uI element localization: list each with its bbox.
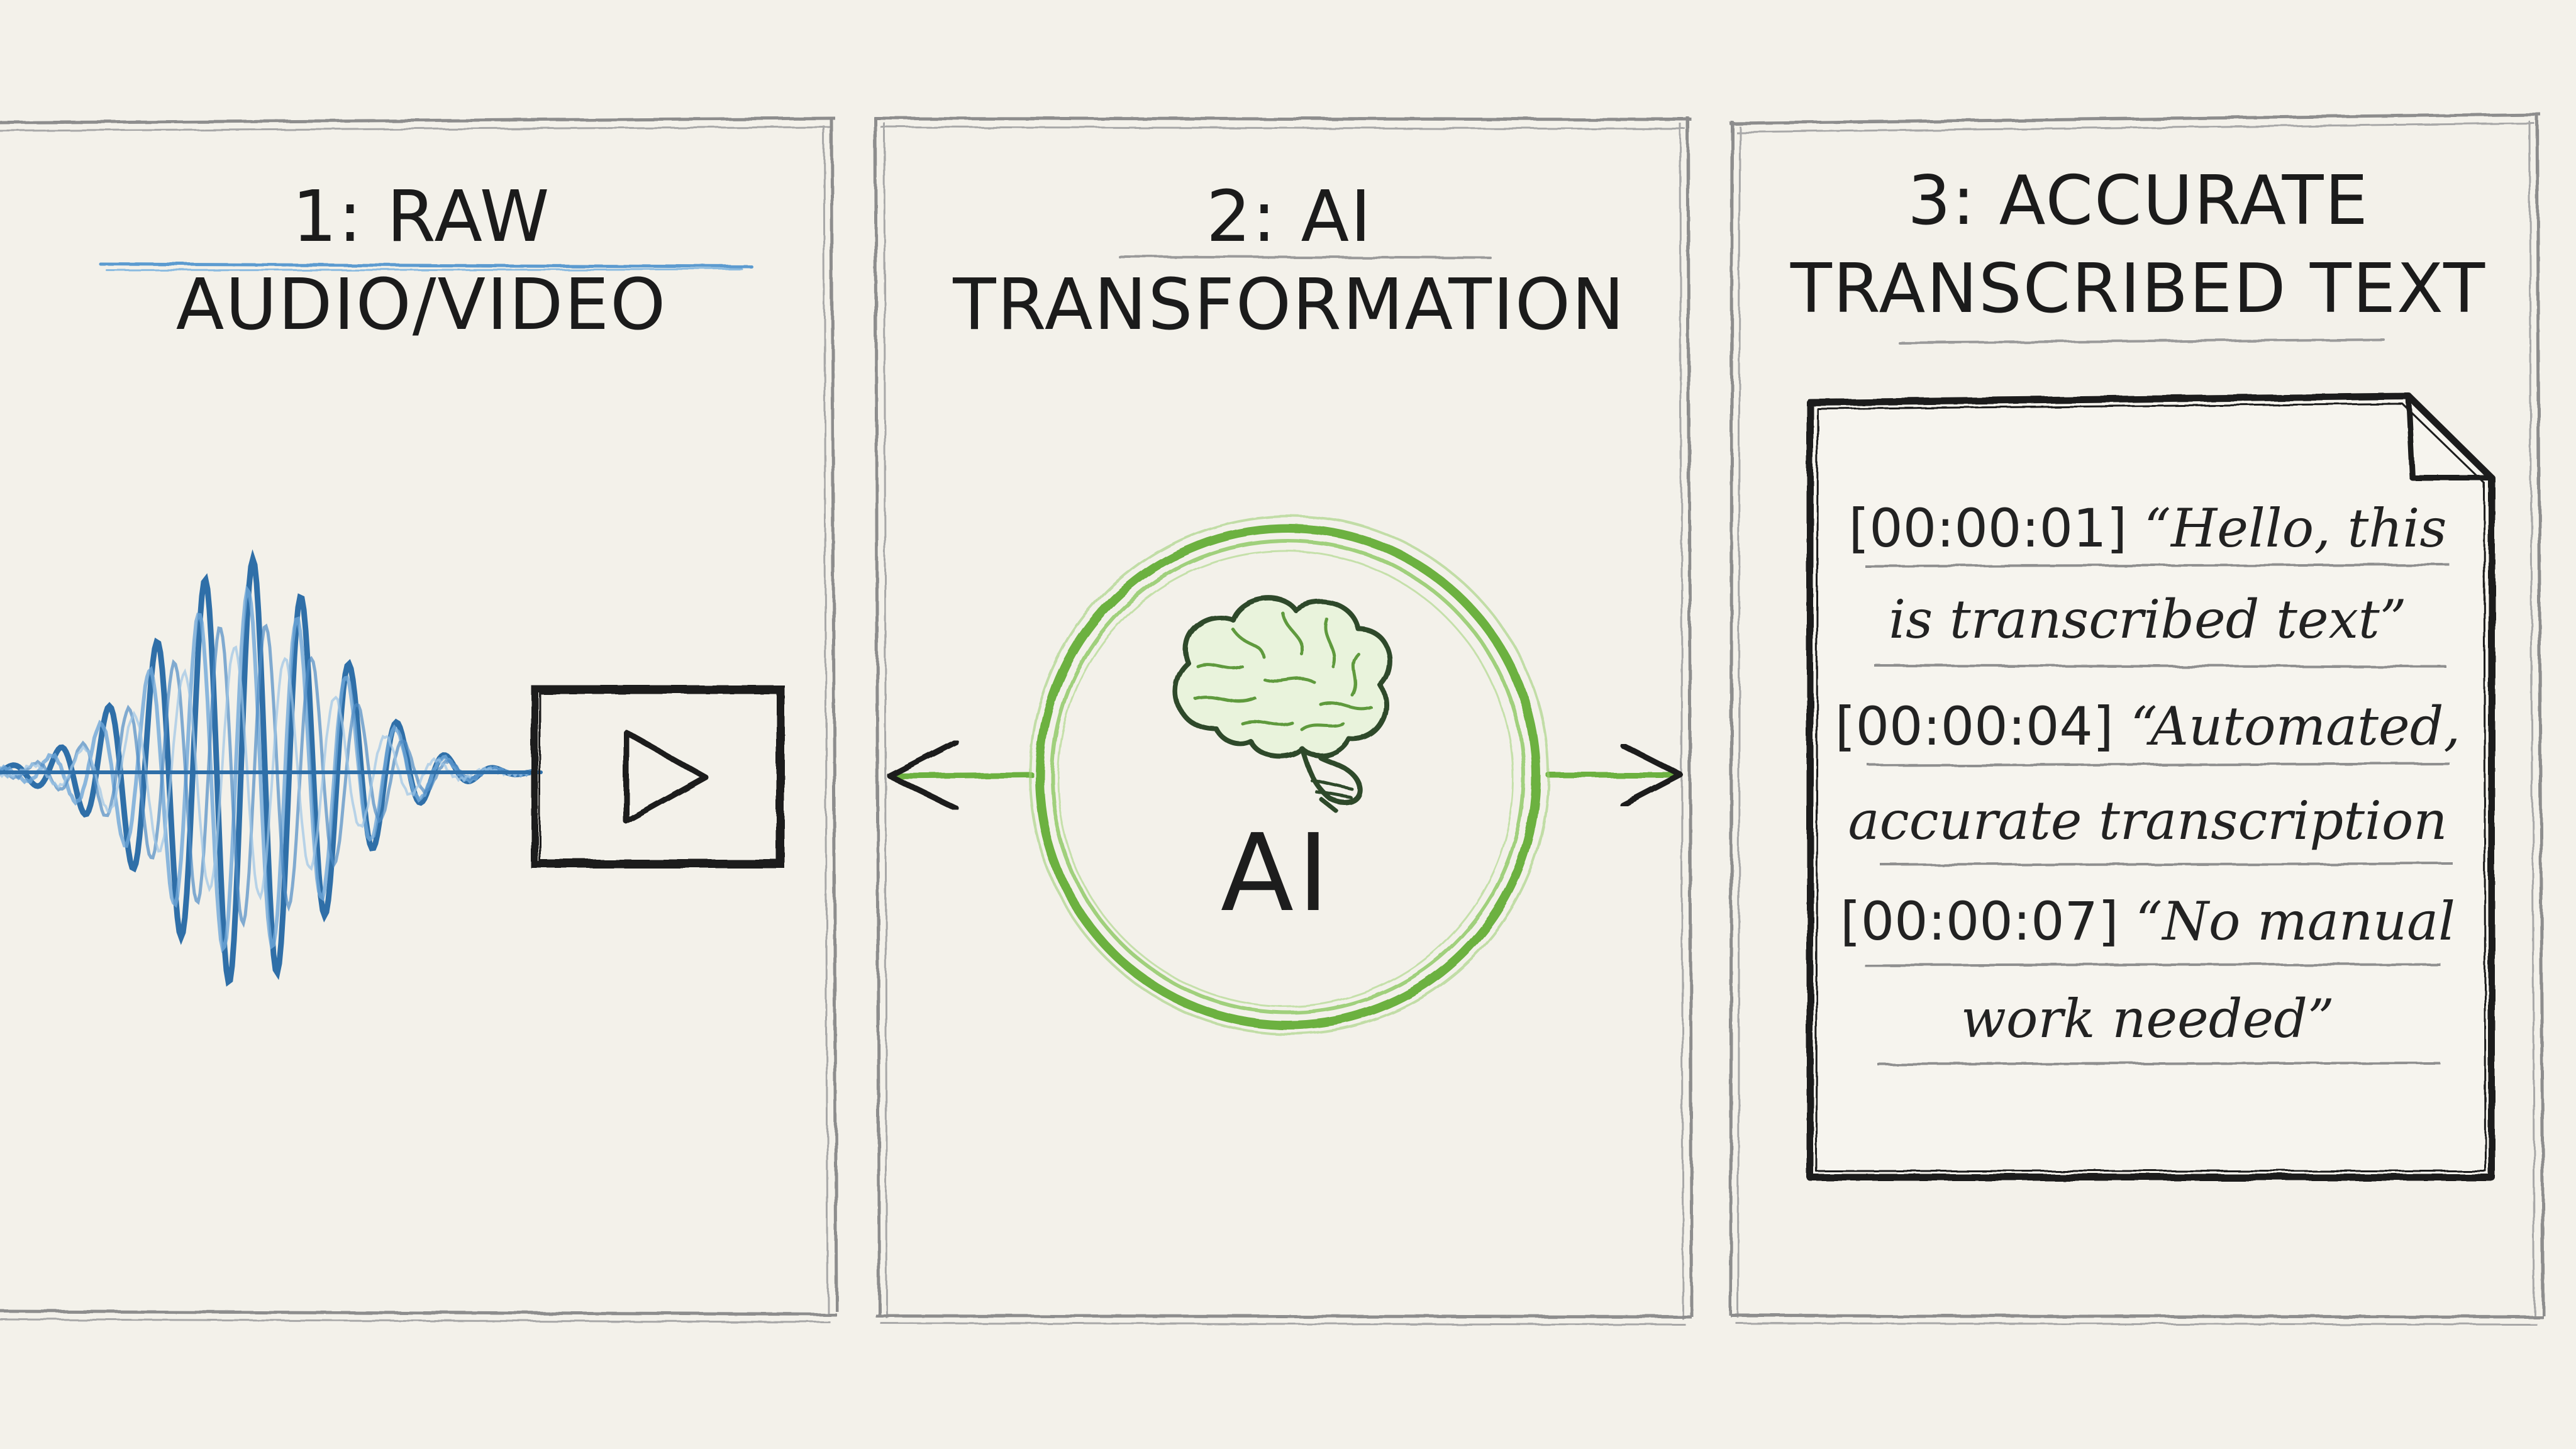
panel-1-title: 1: RAW AUDIO/VIDEO [175, 176, 667, 346]
title-1-underline [99, 262, 753, 269]
ai-label: AI [1220, 811, 1333, 936]
document-rules [1864, 564, 2453, 1065]
transcript-line-2b: accurate transcription [1824, 786, 2472, 855]
transcript-line-3a: [00:00:07] “No manual [1824, 887, 2472, 956]
transcript-timestamp-1: [00:00:01] [1848, 497, 2128, 559]
transcript-line-2a: [00:00:04] “Automated, [1824, 692, 2472, 761]
transcript-line-1b: is transcribed text” [1824, 585, 2472, 654]
document-icon [1806, 392, 2496, 1181]
transcript-text-1b: is transcribed text” [1889, 589, 2407, 650]
ai-circle [1029, 514, 1550, 1035]
waveform-icon [0, 549, 543, 987]
panel-1-frame [0, 116, 838, 1323]
panel-3-title: 3: ACCURATE TRANSCRIBED TEXT [1748, 157, 2528, 333]
title-3-underline [1898, 338, 2385, 344]
arrow-right-icon [1545, 742, 1684, 808]
transcript-timestamp-2: [00:00:04] [1835, 696, 2114, 757]
arrow-left-icon [887, 739, 1035, 811]
transcript-text-3a: “No manual [2135, 891, 2456, 952]
transcript-timestamp-3: [00:00:07] [1840, 891, 2119, 952]
brain-icon [1173, 595, 1393, 814]
transcript-text-3b: work needed” [1961, 988, 2334, 1050]
panel-2-title: 2: AI TRANSFORMATION [953, 176, 1626, 346]
panel-3-title-line-2: TRANSCRIBED TEXT [1790, 250, 2487, 328]
transcript-text-2a: “Automated, [2130, 696, 2461, 757]
transcript-line-3b: work needed” [1824, 984, 2472, 1053]
panel-3-title-line-1: 3: ACCURATE [1907, 162, 2369, 240]
transcript-line-1a: [00:00:01] “Hello, this [1824, 494, 2472, 563]
transcript-text-2b: accurate transcription [1848, 790, 2448, 852]
panel-3-frame [1729, 113, 2545, 1326]
title-2-underline [1118, 255, 1492, 259]
title-1-underline-2 [106, 268, 743, 272]
video-play-icon [531, 685, 785, 869]
panel-2-frame [874, 116, 1694, 1326]
transcript-text-1a: “Hello, this [2144, 497, 2447, 559]
